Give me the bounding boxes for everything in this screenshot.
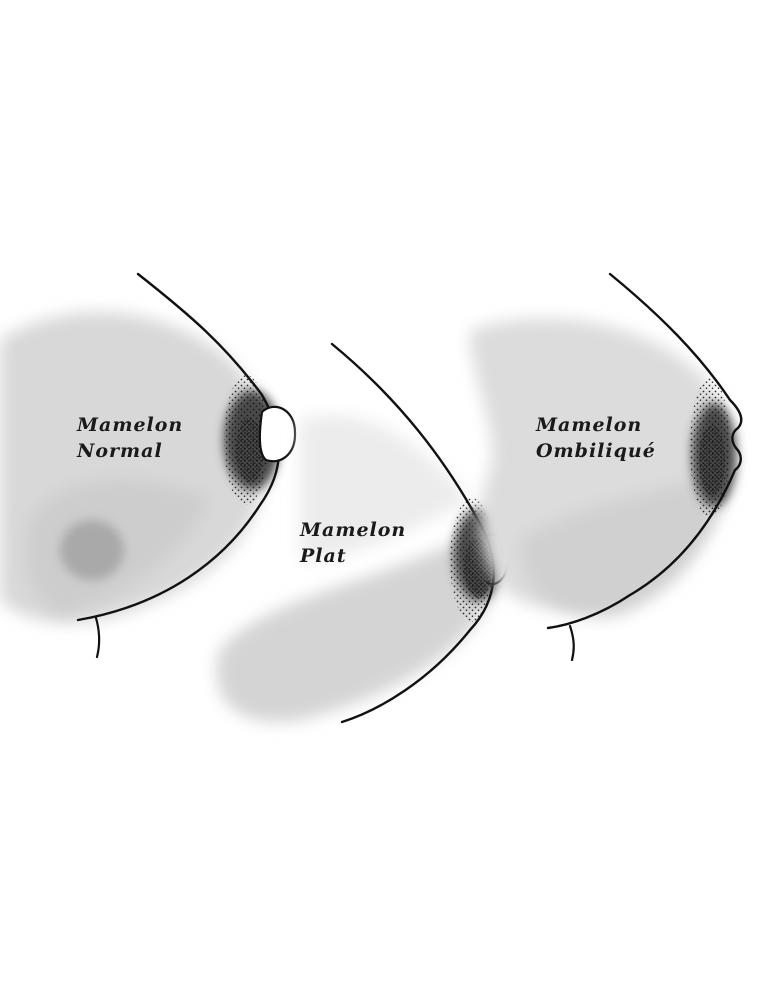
label-mamelon-ombilique: Mamelon Ombiliqué [536,412,656,464]
label-mamelon-plat: Mamelon Plat [300,517,406,569]
breast-normal-underline [96,618,99,657]
breast-normal-shadow-spot [60,520,124,580]
breast-normal-nipple [260,407,295,461]
breast-ombilique-underline [570,626,574,660]
label-ombilique-line1: Mamelon [536,412,656,438]
breast-ombilique [470,274,741,660]
label-normal-line2: Normal [77,438,183,464]
label-mamelon-normal: Mamelon Normal [77,412,183,464]
breast-normal [0,274,295,657]
label-ombilique-line2: Ombiliqué [536,438,656,464]
breast-ombilique-areola-stipple-core [699,425,725,495]
label-plat-line1: Mamelon [300,517,406,543]
label-normal-line1: Mamelon [77,412,183,438]
label-plat-line2: Plat [300,543,406,569]
